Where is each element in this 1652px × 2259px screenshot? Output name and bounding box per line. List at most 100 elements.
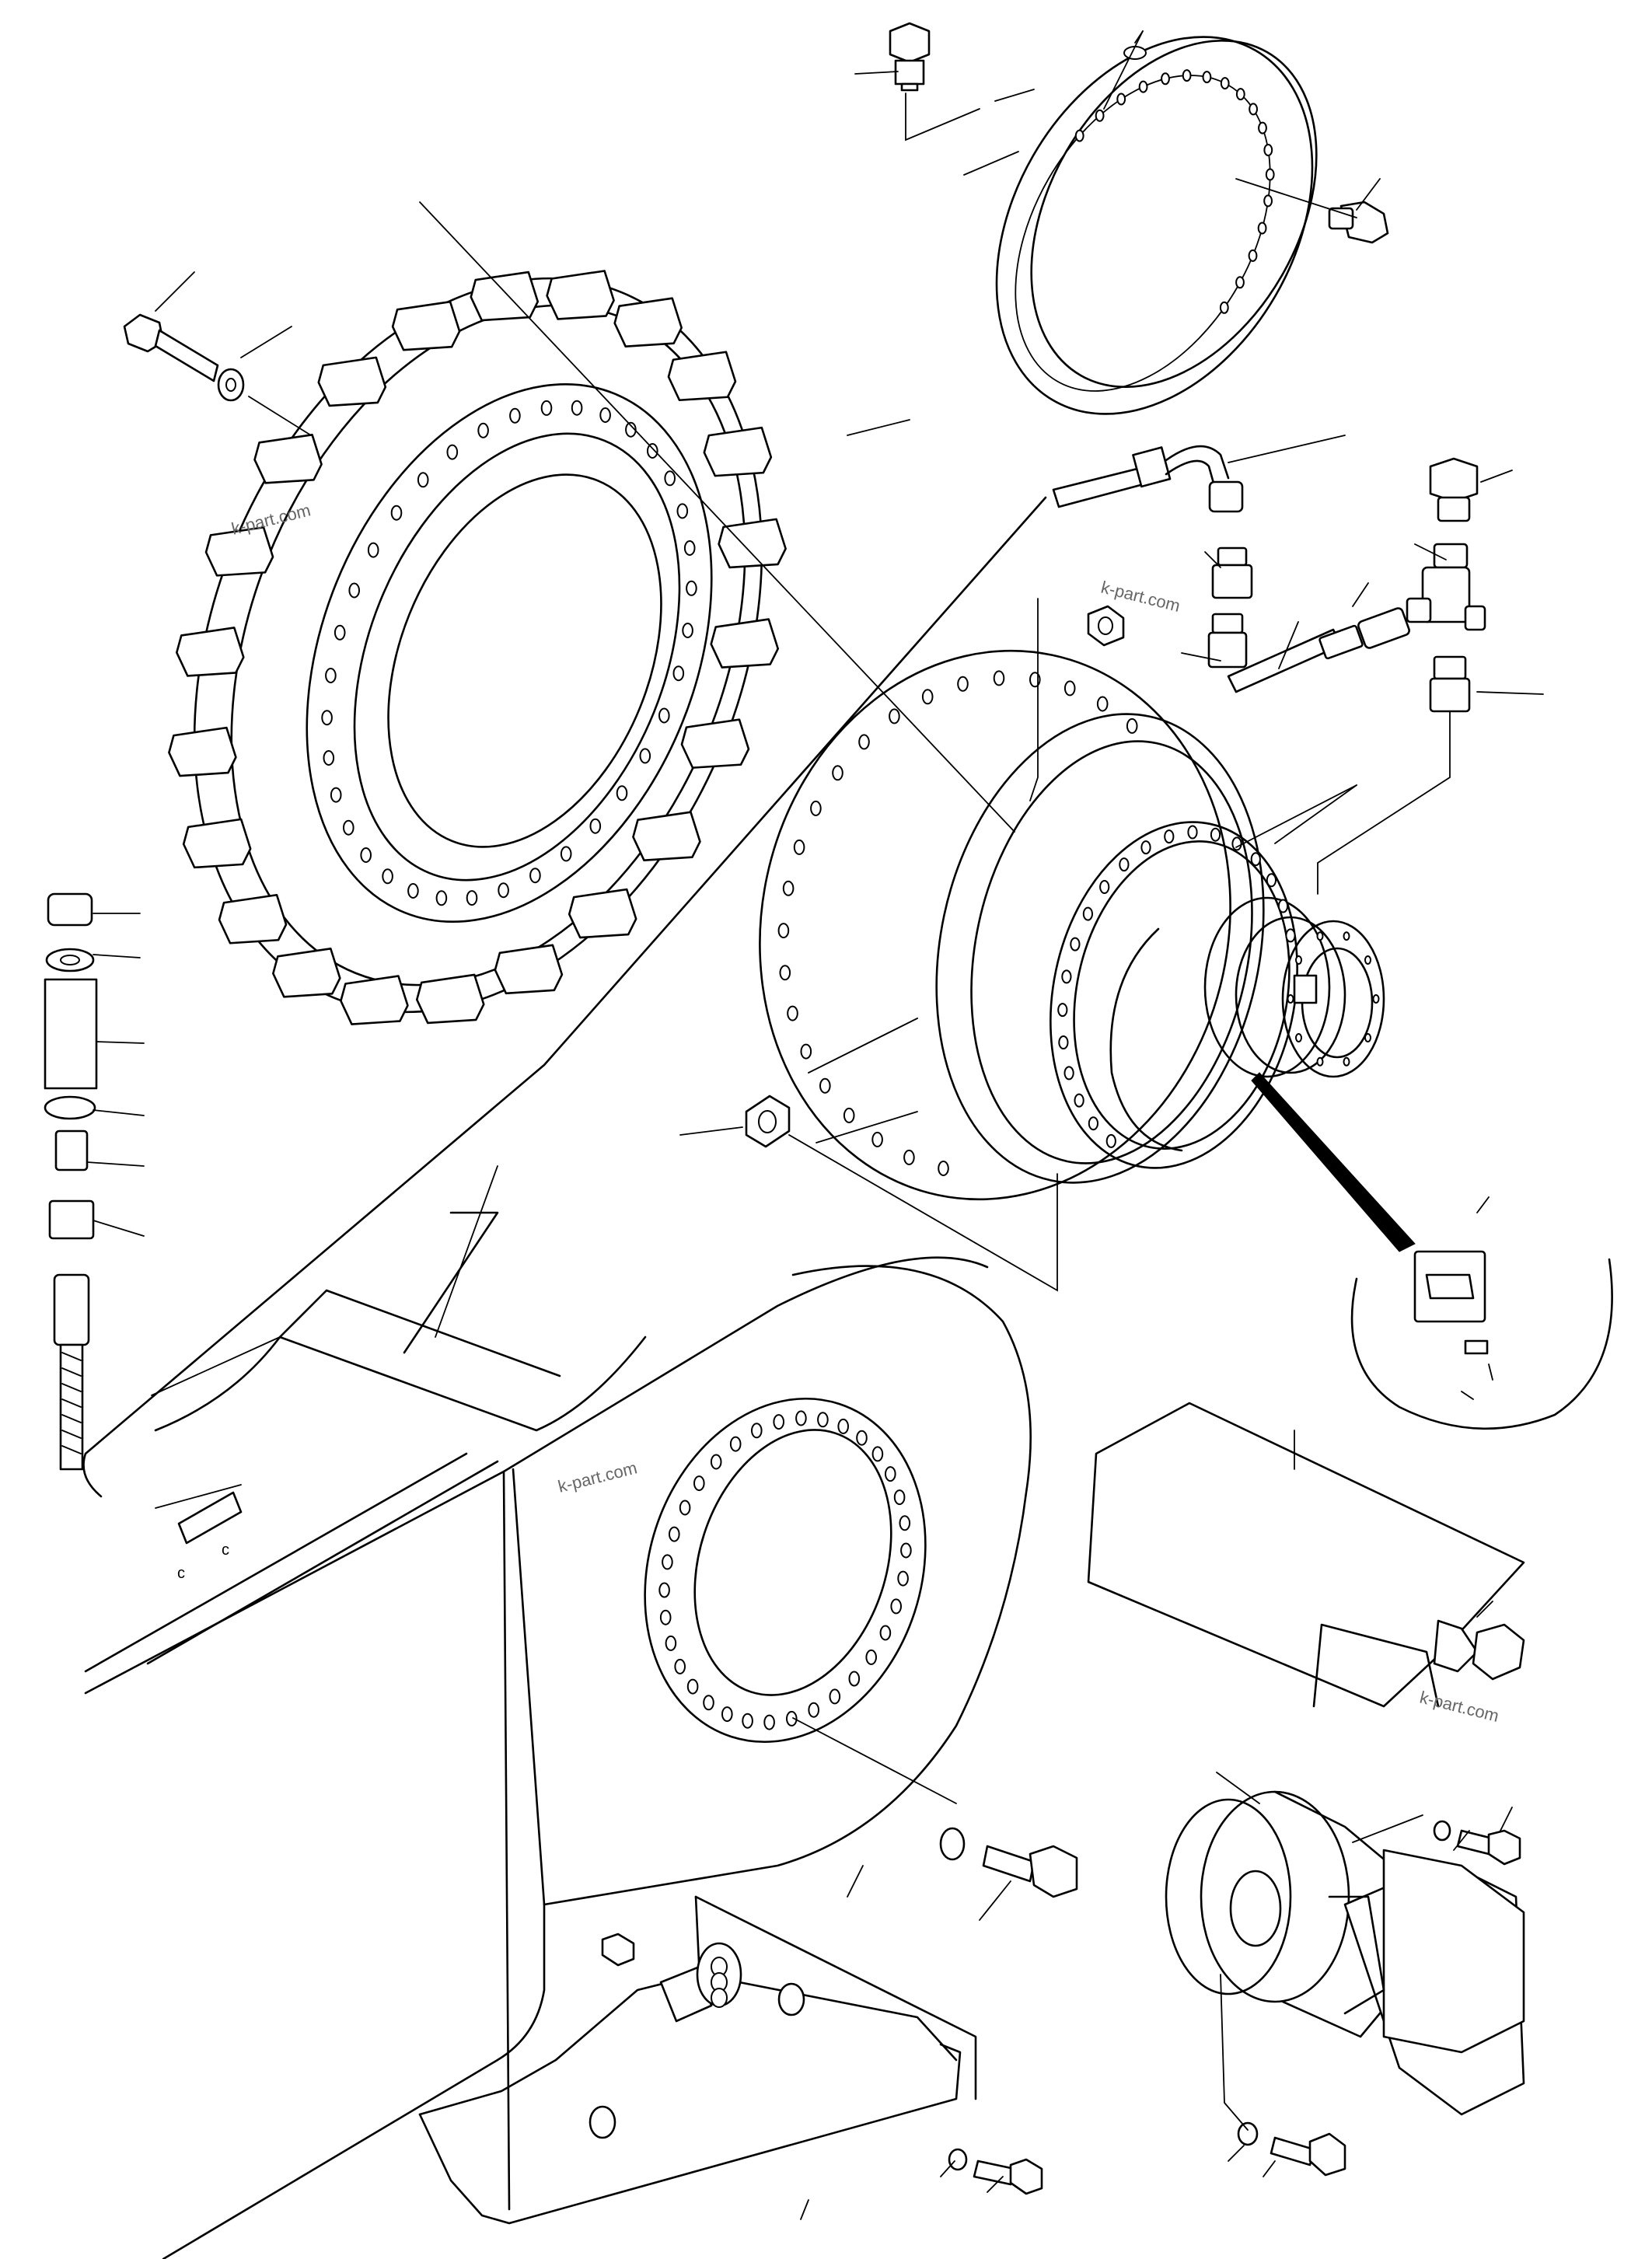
bolt-top — [889, 22, 931, 92]
frame-bolt-hole — [662, 1554, 673, 1570]
hub-bolt-hole — [819, 1077, 831, 1094]
frame-bolt-hole — [763, 1714, 775, 1730]
flange-bolt-hole — [1316, 931, 1324, 941]
motor-bolts — [1237, 1820, 1521, 2177]
frame-bolt-hole — [751, 1423, 763, 1439]
frame-bolt-hole — [659, 1609, 672, 1625]
guard-plate — [418, 1895, 977, 2225]
sprocket-bolt-hole — [390, 505, 403, 521]
frame-bolt-hole — [729, 1436, 742, 1452]
hub-bolt-hole — [777, 923, 790, 939]
flange-bolt-hole — [1364, 1033, 1371, 1042]
ring-bolt-hole — [1265, 168, 1275, 181]
hub-bolt-hole — [938, 1161, 949, 1176]
sprocket-tooth — [253, 434, 323, 484]
frame-bolt-hole — [679, 1500, 691, 1516]
hub-bolt-hole — [903, 1149, 915, 1165]
sprocket-bolt-hole — [639, 748, 651, 764]
sprocket-tooth — [317, 356, 387, 407]
frame-bolt-hole — [837, 1418, 849, 1434]
hub-input-flange — [1203, 896, 1385, 1078]
sprocket-bolt-hole — [616, 785, 628, 801]
hub-bolt-hole — [1074, 1093, 1084, 1108]
frame-bolt-hole — [900, 1542, 912, 1559]
hub-bolt-hole — [993, 670, 1005, 686]
sprocket-bolt-hole — [571, 400, 583, 416]
hub-bolt-hole — [1057, 1003, 1068, 1018]
ring-bolt-holes — [1074, 69, 1275, 314]
hub-bolt-hole — [1187, 825, 1198, 840]
frame-bolt-hole — [658, 1582, 670, 1598]
sprocket-bolt-hole — [686, 580, 697, 596]
frame-bolt-hole — [871, 1446, 884, 1462]
spacer-ring — [995, 36, 1318, 415]
hub-bolt-hole — [779, 965, 791, 981]
frame-bolt-hole — [686, 1678, 699, 1695]
frame-bolt-hole — [893, 1489, 906, 1506]
frame-bolt-hole — [808, 1702, 819, 1718]
hub-bolt-hole — [787, 1005, 798, 1021]
sprocket-bolt-hole — [323, 750, 335, 766]
sprocket-bolt-hole — [325, 668, 337, 683]
guard-bolts — [601, 1933, 1043, 2195]
watermark-3: k-part.com — [556, 1458, 639, 1496]
hub-bolt-hole — [858, 734, 870, 750]
flange-bolt-hole — [1343, 1056, 1350, 1067]
hub-bolt-hole — [1210, 827, 1221, 842]
sprocket-bolt-hole — [625, 421, 637, 438]
sprocket-bolt-hole — [417, 472, 429, 488]
hub-bolt-hole — [1096, 696, 1109, 712]
sprocket — [168, 270, 787, 1025]
hub-bolt-hole — [1231, 836, 1242, 851]
frame-bolt — [939, 1827, 1078, 1898]
sprocket-teeth — [168, 270, 787, 1025]
sprocket-bolt-hole — [658, 707, 670, 724]
ring-bolt-hole — [1202, 71, 1212, 84]
frame-bolt-hole — [703, 1695, 714, 1711]
frame-bolt-hole — [890, 1598, 902, 1615]
ring-bolt-hole — [1219, 301, 1229, 314]
hub-bolt-hole — [1099, 880, 1110, 894]
watermark-1: k-part.com — [229, 500, 313, 538]
sprocket-bolt-hole — [360, 847, 372, 863]
ring-bolt-hole — [1182, 69, 1192, 82]
sprocket-bolt-hole — [647, 443, 658, 459]
ring-bolt-hole — [1220, 77, 1230, 90]
sprocket-tooth — [340, 975, 409, 1025]
frame-bolt-hole — [795, 1410, 807, 1426]
hub-bolt-hole — [800, 1043, 812, 1060]
hydraulic-hose — [82, 445, 1244, 1498]
sprocket-bolt-hole — [466, 890, 478, 906]
ring-bolt-hole — [1248, 249, 1258, 262]
ring-bolt-hole — [1258, 121, 1267, 134]
sprocket-tooth — [680, 718, 750, 769]
frame-bolt-hole — [786, 1710, 798, 1727]
sprocket-bolt-holes — [321, 400, 697, 906]
hub-bolt-hole — [832, 765, 843, 781]
flange-bolt-hole — [1287, 994, 1294, 1004]
frame-bolt-hole — [773, 1414, 785, 1430]
sprocket-tooth — [667, 351, 737, 402]
frame-bolt-hole — [665, 1635, 677, 1651]
sprocket-bolt-hole — [348, 582, 361, 599]
sprocket-bolt-hole — [343, 819, 354, 836]
hub-bolt-hole — [1126, 718, 1138, 734]
track-frame: c c — [84, 1211, 1032, 2259]
sprocket-bolt-hole — [540, 400, 553, 416]
flange-bolt-hole — [1372, 994, 1380, 1004]
ring-bolt-hole — [1257, 222, 1267, 235]
frame-bolt-hole — [897, 1570, 909, 1587]
frame-bolt-hole — [710, 1454, 722, 1470]
sprocket-tooth — [703, 426, 773, 477]
hub-bolt-hole — [1140, 840, 1151, 855]
sprocket-tooth — [182, 818, 252, 869]
hub-bolt-hole — [1266, 873, 1277, 888]
hub-bolt-hole — [1285, 928, 1296, 943]
connector-fittings — [1207, 546, 1410, 693]
hub-bolt-hole — [871, 1131, 883, 1147]
travel-motor — [1165, 1790, 1525, 2116]
flange-bolt-hole — [1295, 1033, 1302, 1042]
sprocket-bolt-hole — [435, 890, 448, 906]
sprocket-bolt-hole — [529, 868, 541, 884]
ring-bolt-hole — [1074, 129, 1084, 142]
